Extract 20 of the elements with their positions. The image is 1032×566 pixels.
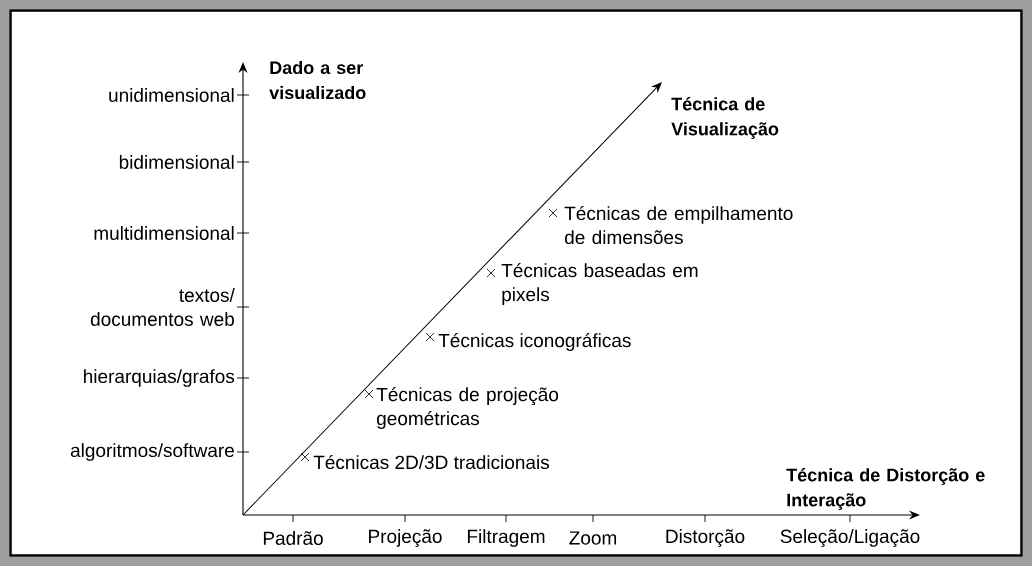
tick-label: Zoom	[569, 531, 617, 545]
tick-label: Filtragem	[467, 529, 545, 547]
tick-label: Seleção/Ligação	[780, 529, 920, 547]
tick-label: Padrão	[263, 531, 323, 545]
tick-label: bidimensional	[119, 155, 234, 169]
tick-label: Projeção	[369, 529, 442, 547]
technique-label: Técnicas de empilhamento de dimensões	[564, 205, 793, 245]
tick-label: textos/ documentos web	[90, 288, 235, 326]
technique-label: Técnicas 2D/3D tradicionais	[313, 454, 549, 470]
tick-label: multidimensional	[94, 226, 234, 240]
technique-label: Técnicas de projeção geométricas	[376, 387, 559, 429]
axis-title: Dado a ser visualizado	[269, 60, 366, 100]
technique-label: Técnicas iconográficas	[438, 333, 631, 351]
technique-label: Técnicas baseadas em pixels	[501, 263, 698, 305]
tick-label: algoritmos/software	[70, 443, 234, 461]
axis-title: Técnica de Visualização	[671, 97, 779, 139]
tick-label: unidimensional	[109, 88, 234, 102]
tick-label: Distorção	[666, 529, 745, 547]
tick-label: hierarquias/grafos	[84, 369, 235, 387]
axis-title: Técnica de Distorção e Interação	[786, 468, 985, 510]
